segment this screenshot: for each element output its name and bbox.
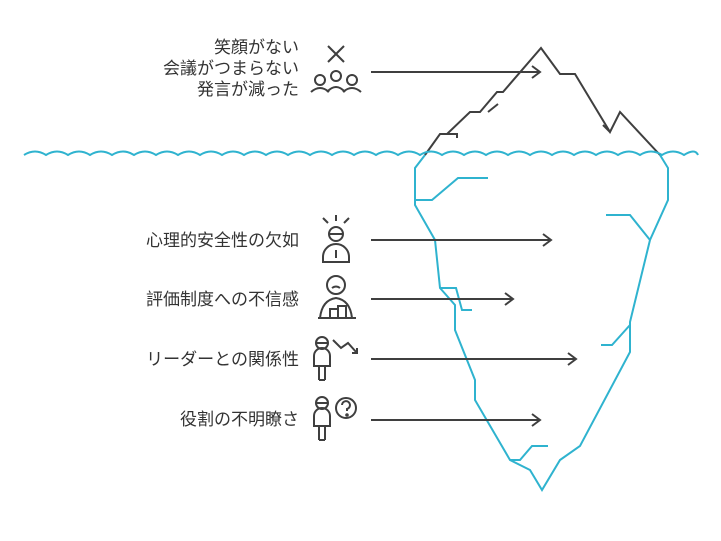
iceberg-inner-line-2 — [606, 214, 651, 241]
surface-symptom-line: 発言が減った — [197, 80, 299, 100]
iceberg-tip-detail-c — [602, 124, 611, 133]
iceberg-inner-line-1 — [415, 177, 488, 201]
iceberg-submerged-outline — [414, 154, 669, 492]
root-cause-label: リーダーとの関係性 — [146, 350, 299, 370]
arrow-surface — [371, 65, 542, 79]
close-icon — [327, 45, 345, 63]
root-cause-label: 役割の不明瞭さ — [180, 410, 299, 430]
surface-symptom-line: 会議がつまらない — [163, 59, 299, 79]
surface-symptoms-label: 笑顔がない 会議がつまらない 発言が減った — [163, 38, 299, 101]
root-cause-label: 心理的安全性の欠如 — [146, 231, 299, 251]
person-declining-trend-icon — [313, 336, 358, 381]
arrow-item-3 — [371, 352, 578, 366]
arrow-item-2 — [371, 292, 515, 306]
stressed-person-icon — [322, 215, 350, 263]
root-cause-label: 評価制度への不信感 — [146, 290, 299, 310]
iceberg-inner-line-4 — [601, 324, 631, 346]
iceberg-tip-detail-a — [447, 133, 458, 138]
iceberg-tip-detail-b — [487, 103, 499, 113]
water-surface-line — [23, 150, 699, 157]
iceberg-inner-line-5 — [510, 445, 548, 461]
arrow-item-4 — [371, 413, 542, 427]
surface-symptom-line: 笑顔がない — [214, 38, 299, 58]
arrow-item-1 — [371, 233, 553, 247]
person-at-desk-icon — [318, 275, 356, 319]
iceberg-tip-outline — [424, 46, 661, 156]
group-people-icon — [310, 70, 362, 93]
person-question-icon — [313, 396, 357, 441]
